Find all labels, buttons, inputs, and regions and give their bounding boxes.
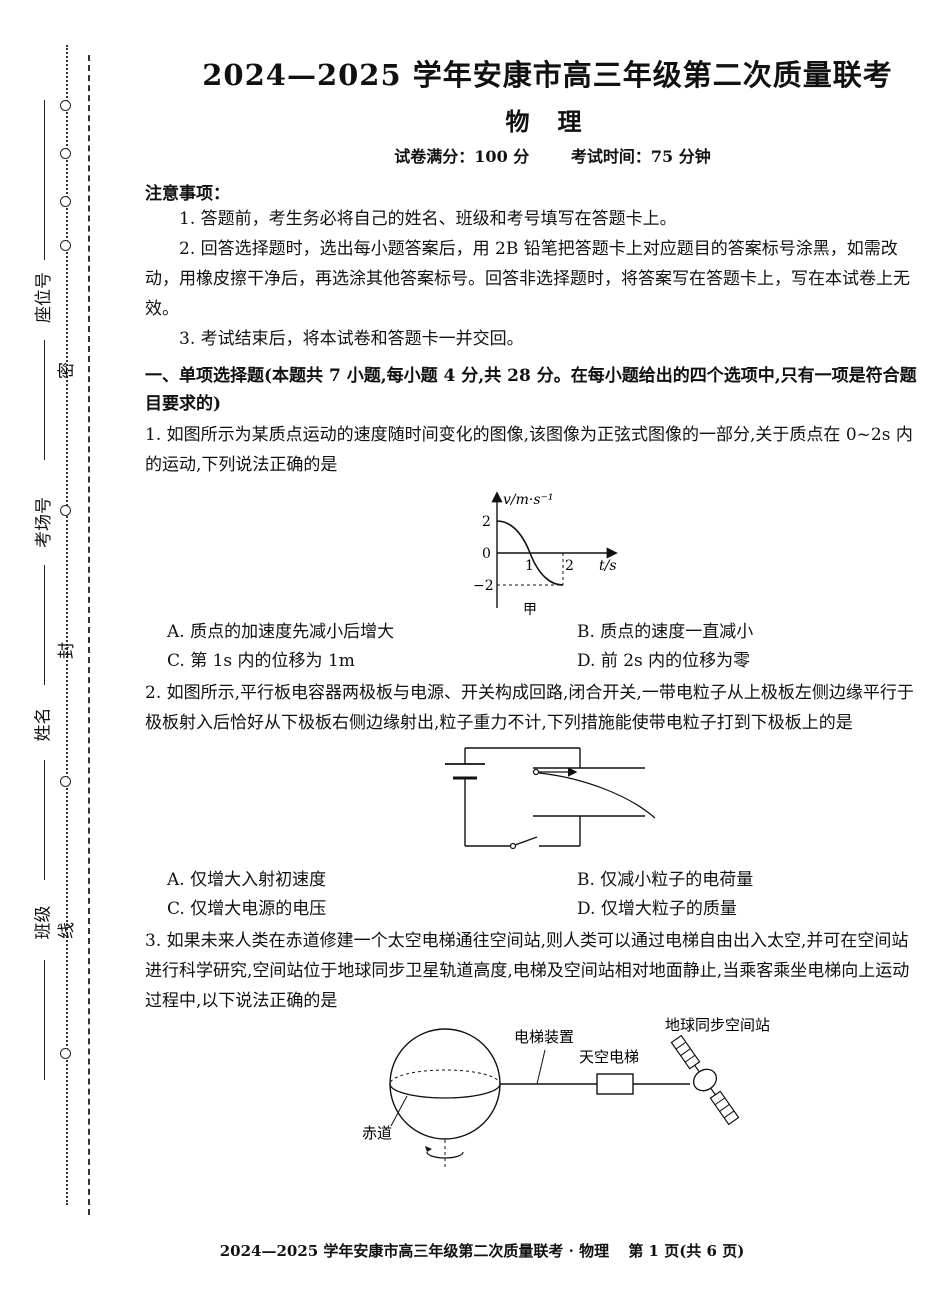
question-2-figure	[145, 738, 920, 866]
seal-char-feng: 封	[57, 642, 77, 659]
option-c[interactable]: C. 第 1s 内的位移为 1m	[167, 651, 355, 671]
graph-ylabel: v/m·s⁻¹	[503, 492, 554, 508]
full-score: 试卷满分：100 分	[394, 147, 530, 166]
seat-number-label: 座位号	[34, 272, 54, 323]
label-equator: 赤道	[362, 1124, 392, 1142]
exam-room-label: 考场号	[34, 497, 54, 548]
exam-time: 考试时间：75 分钟	[570, 147, 711, 166]
space-elevator-diagram: 电梯装置 地球同步空间站 天空电梯 赤道	[362, 1016, 770, 1170]
note-item: 2. 回答选择题时，选出每小题答案后，用 2B 铅笔把答题卡上对应题目的答案标号…	[145, 239, 910, 319]
question-1-figure: v/m·s⁻¹ 2 0 −2 1 2 t/s 甲	[145, 480, 920, 618]
label-elevator-device: 电梯装置	[514, 1028, 574, 1046]
space-station-icon	[670, 1034, 740, 1126]
device-pointer	[536, 1049, 546, 1085]
elevator-car-icon	[596, 1073, 634, 1095]
option-d[interactable]: D. 前 2s 内的位移为零	[577, 651, 751, 671]
particle-trajectory	[538, 772, 656, 819]
binding-margin: 座位号 考场号 姓名 班级 密 封 线	[0, 0, 110, 1289]
dashed-cut-line	[88, 55, 90, 1215]
graph-y-top: 2	[482, 514, 491, 530]
label-geo-station: 地球同步空间站	[665, 1016, 770, 1034]
binding-hole-icon	[60, 100, 71, 111]
binding-hole-icon	[60, 1048, 71, 1059]
question-1-options: A. 质点的加速度先减小后增大 B. 质点的速度一直减小 C. 第 1s 内的位…	[145, 618, 920, 676]
section-heading: 一、单项选择题(本题共 7 小题,每小题 4 分,共 28 分。在每小题给出的四…	[145, 366, 917, 414]
question-2-options: A. 仅增大入射初速度 B. 仅减小粒子的电荷量 C. 仅增大电源的电压 D. …	[145, 866, 920, 924]
option-a[interactable]: A. 质点的加速度先减小后增大	[167, 622, 395, 642]
option-b[interactable]: B. 质点的速度一直减小	[577, 622, 754, 642]
binding-hole-icon	[60, 505, 71, 516]
subject-title: 物理	[505, 107, 610, 136]
capacitor-circuit-diagram	[445, 747, 656, 850]
exam-meta: 试卷满分：100 分 考试时间：75 分钟	[185, 143, 920, 167]
rotation-arrow-icon	[426, 1151, 464, 1159]
class-label: 班级	[33, 905, 54, 940]
seal-char-mi: 密	[57, 362, 77, 379]
graph-x-2: 2	[565, 558, 574, 574]
notes-heading: 注意事项：	[145, 184, 230, 204]
option-d[interactable]: D. 仅增大粒子的质量	[577, 899, 737, 919]
switch-blade	[514, 836, 538, 846]
footer-title: 2024—2025 学年安康市高三年级第二次质量联考 · 物理	[219, 1242, 610, 1260]
exam-title: 2024—2025 学年安康市高三年级第二次质量联考	[202, 58, 893, 92]
binding-hole-icon	[60, 196, 71, 207]
binding-hole-icon	[60, 240, 71, 251]
question-3-figure: 电梯装置 地球同步空间站 天空电梯 赤道	[145, 1016, 920, 1176]
exam-content: 2024—2025 学年安康市高三年级第二次质量联考 物理 试卷满分：100 分…	[145, 52, 920, 1176]
velocity-time-graph: v/m·s⁻¹ 2 0 −2 1 2 t/s 甲	[473, 491, 618, 618]
graph-caption: 甲	[523, 602, 537, 618]
name-label: 姓名	[33, 707, 54, 742]
option-b[interactable]: B. 仅减小粒子的电荷量	[577, 870, 754, 890]
footer-page-number: 第 1 页(共 6 页)	[628, 1242, 745, 1260]
binding-hole-icon	[60, 776, 71, 787]
graph-y-zero: 0	[482, 546, 491, 562]
graph-y-bottom: −2	[473, 578, 494, 594]
option-a[interactable]: A. 仅增大入射初速度	[167, 870, 327, 890]
seal-char-xian: 线	[57, 922, 77, 939]
question-2-stem: 2. 如图所示,平行板电容器两极板与电源、开关构成回路,闭合开关,一带电粒子从上…	[145, 683, 914, 733]
page-footer: 2024—2025 学年安康市高三年级第二次质量联考 · 物理 第 1 页(共 …	[0, 1240, 950, 1261]
binding-hole-icon	[60, 148, 71, 159]
option-c[interactable]: C. 仅增大电源的电压	[167, 899, 327, 919]
switch-contact-icon	[509, 842, 517, 850]
charged-particle-icon	[532, 768, 540, 776]
question-3-stem: 3. 如果未来人类在赤道修建一个太空电梯通往空间站,则人类可以通过电梯自由出入太…	[145, 931, 910, 1011]
dotted-fold-line	[66, 45, 68, 1205]
earth-icon	[389, 1028, 501, 1140]
question-1-stem: 1. 如图所示为某质点运动的速度随时间变化的图像,该图像为正弦式图像的一部分,关…	[145, 425, 913, 475]
graph-x-1: 1	[525, 558, 534, 574]
note-item: 3. 考试结束后，将本试卷和答题卡一并交回。	[179, 329, 524, 349]
note-item: 1. 答题前，考生务必将自己的姓名、班级和考号填写在答题卡上。	[179, 209, 677, 229]
graph-xlabel: t/s	[599, 558, 617, 574]
label-space-elevator: 天空电梯	[579, 1048, 639, 1066]
velocity-curve	[496, 520, 564, 586]
